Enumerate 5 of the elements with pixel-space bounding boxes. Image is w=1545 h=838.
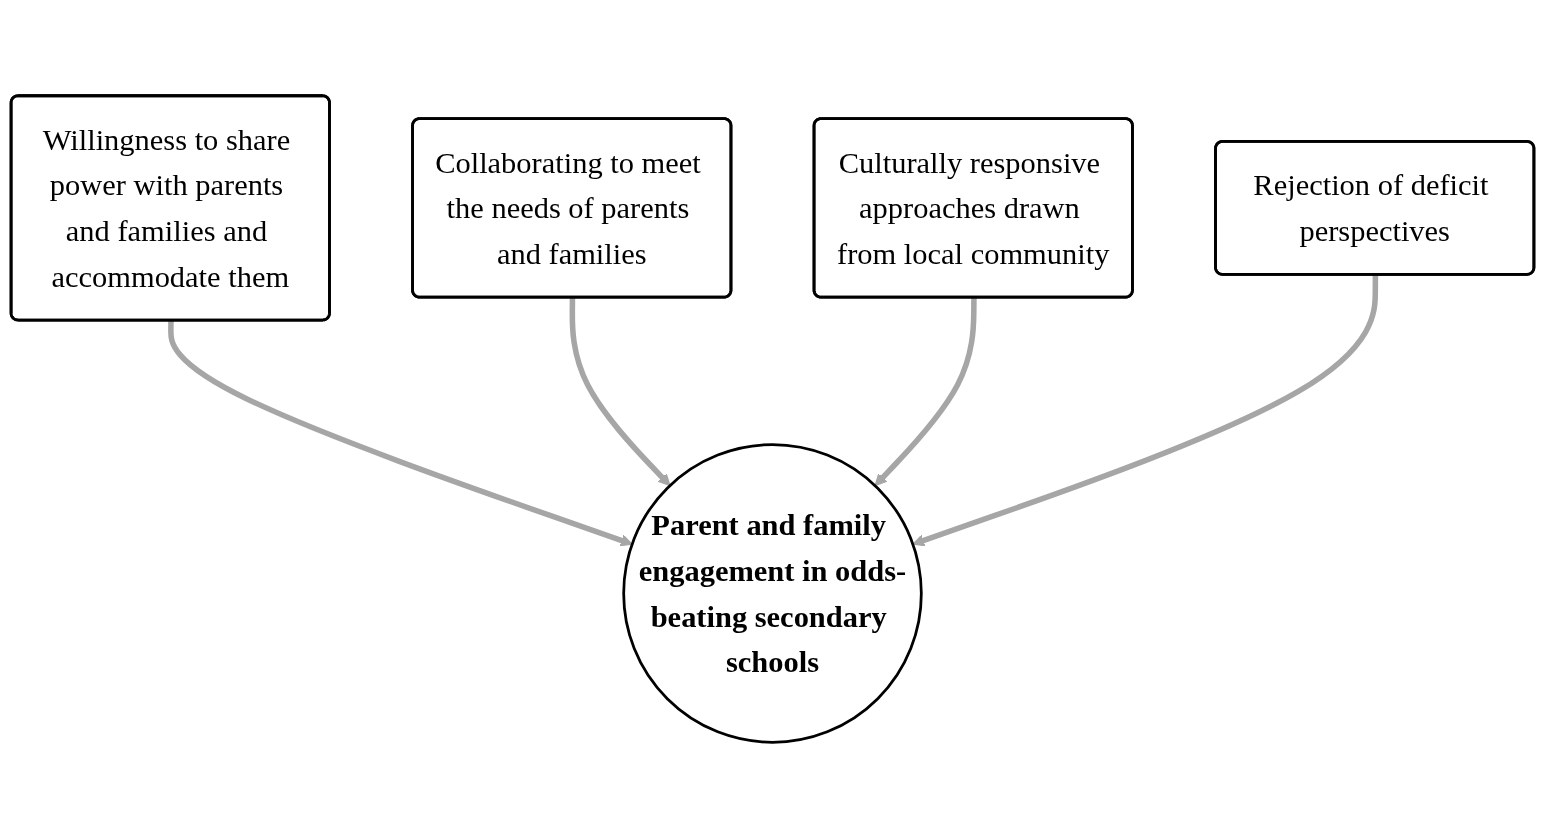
arrow	[168, 320, 633, 547]
arrow	[912, 275, 1379, 547]
arrow	[569, 297, 671, 487]
arrow	[874, 297, 977, 487]
node-circle: Parent and family engagement in odds-beating secondary schools	[622, 443, 923, 744]
